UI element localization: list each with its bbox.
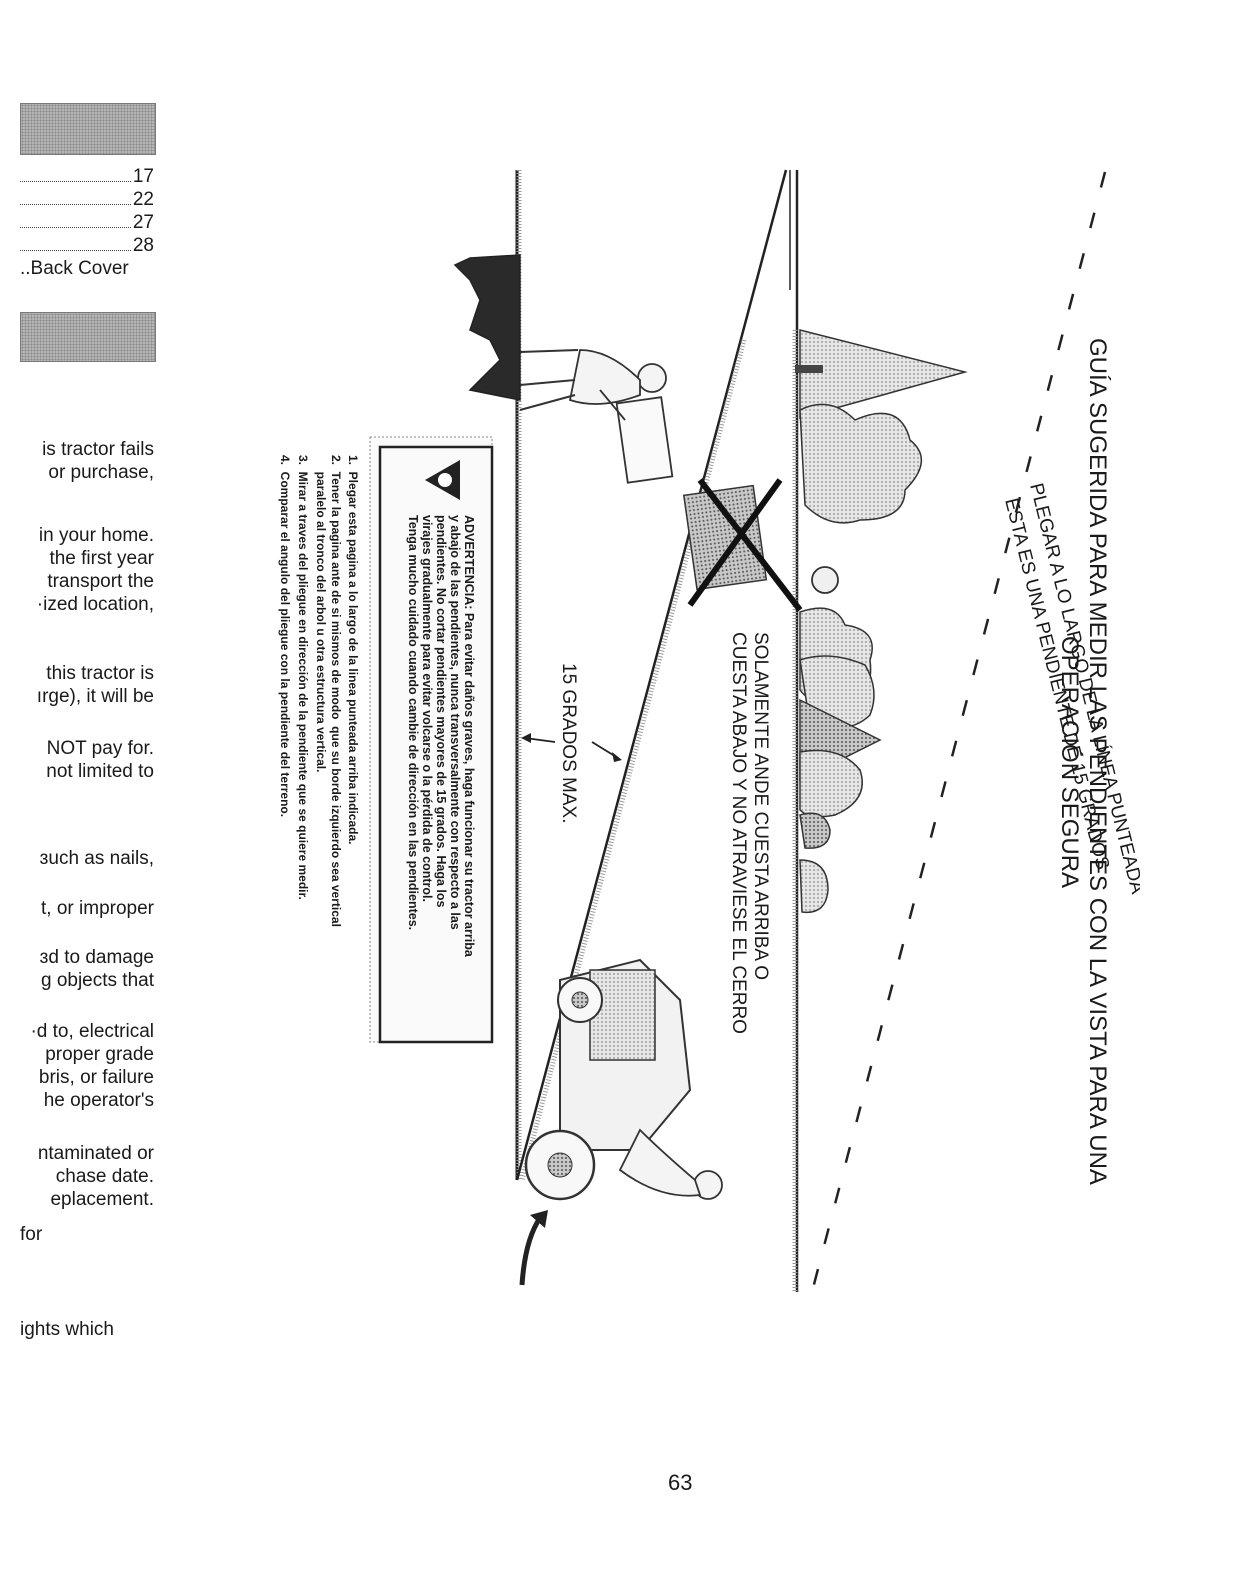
warning-text-line: y abajo de las pendientes, nunca transve… [448, 515, 462, 930]
bush-icon [799, 812, 831, 849]
page-number: 63 [668, 1470, 693, 1495]
warning-text-line: virajes gradualmente para evitar volcars… [420, 515, 434, 902]
clipped-paragraph: for [20, 1224, 43, 1245]
toc-entry: 27 [20, 212, 154, 235]
slope-guide-svg: GUÍA SUGERIDA PARA MEDIR LAS PENDIENTES … [278, 169, 1148, 1293]
toc-entry: 22 [20, 189, 154, 212]
gray-header-box [20, 103, 156, 155]
gray-header-box [20, 312, 156, 362]
clipped-paragraph: ights which [20, 1319, 114, 1340]
angle-indicator [521, 733, 622, 762]
uphill-instruction-line-1: SOLAMENTE ANDE CUESTA ARRIBA O [750, 632, 771, 980]
clipped-paragraph: ɜuch as nails, [39, 848, 154, 869]
tree-icon [799, 749, 863, 818]
toc-back-cover: ..Back Cover [20, 258, 129, 279]
riding-tractor-icon [524, 958, 723, 1201]
instruction-step: paralelo al tronco del arbol u otra estr… [314, 455, 328, 772]
slope-guide-illustration: GUÍA SUGERIDA PARA MEDIR LAS PENDIENTES … [240, 160, 1148, 1310]
instruction-step: 1. Plegar esta pagina a lo largo de la l… [346, 455, 360, 844]
clipped-paragraph: NOT pay for.not limited to [46, 738, 154, 782]
uphill-instruction-line-2: CUESTA ABAJO Y NO ATRAVIESE EL CERRO [728, 632, 749, 1034]
tree-icon [799, 403, 923, 524]
angle-label: 15 GRADOS MAX. [558, 663, 579, 824]
warning-text-line: Tenga mucho cuidado cuando cambie de dir… [406, 515, 420, 930]
clipped-paragraph: t, or improper [41, 898, 154, 919]
toc-entry: 17 [20, 166, 154, 189]
toc-entry: 28 [20, 235, 154, 258]
person-measuring-icon [519, 349, 674, 484]
warning-text-line: pendientes. No cortar pendientes mayores… [434, 515, 448, 908]
tree-silhouette-icon [453, 254, 521, 401]
instruction-step: 3. Mirar a traves del pliegue en direcci… [296, 455, 310, 900]
warning-box [369, 436, 494, 1044]
tree-icon [795, 329, 968, 419]
instruction-step: 2. Tener la pagina ante de si mismos de … [329, 455, 343, 927]
diagram-title-line-2: OPERACIÓN SEGURA [1056, 636, 1083, 888]
warning-text-line: ADVERTENCIA: Para evitar daños graves, h… [462, 515, 476, 958]
clipped-paragraph: in your home.the first year transport th… [36, 525, 154, 615]
crossed-tractor-icon [682, 478, 839, 612]
table-of-contents: 17 22 27 28 ..Back Cover [20, 166, 154, 284]
bush-icon [799, 859, 829, 914]
uphill-arrow-icon [519, 1210, 548, 1286]
instruction-step: 4. Comparar el angulo del pliegue con la… [278, 455, 292, 817]
diagram-title-line-1: GUÍA SUGERIDA PARA MEDIR LAS PENDIENTES … [1084, 338, 1111, 1185]
